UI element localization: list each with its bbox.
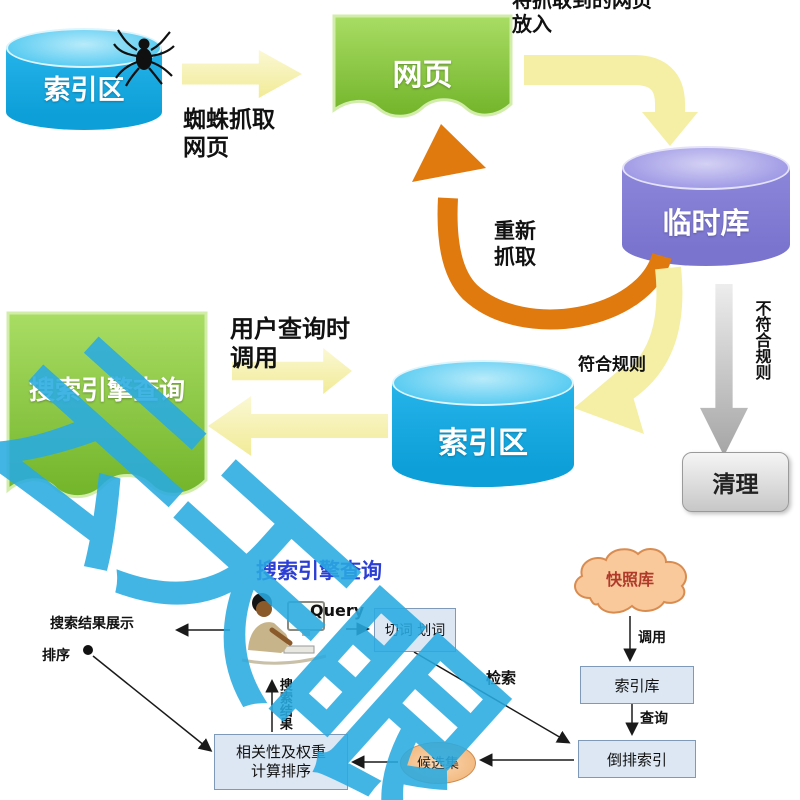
rank-box: 相关性及权重 计算排序 xyxy=(214,734,348,790)
sort-label: 排序 xyxy=(42,648,70,664)
segment-box: 切词 划词 xyxy=(374,608,456,652)
invoke-label: 调用 xyxy=(638,630,666,646)
segment-box-label: 切词 划词 xyxy=(384,623,446,639)
inverted-index-box: 倒排索引 xyxy=(578,740,696,778)
source-database-cylinder: 索引区 xyxy=(6,28,162,130)
temp-database-cylinder: 临时库 xyxy=(622,146,790,266)
results-label: 搜索结果 xyxy=(276,678,292,730)
query-text: Query xyxy=(310,601,365,620)
arrow-nomatch-down xyxy=(700,284,748,456)
bottom-flow-title: 搜索引擎查询 xyxy=(256,559,382,583)
snapshot-cloud-label: 快照库 xyxy=(605,570,654,589)
match-rules-label: 符合规则 xyxy=(578,355,646,375)
crawl-label: 蜘蛛抓取网页 xyxy=(183,107,275,162)
index-library-box: 索引库 xyxy=(580,666,694,704)
source-database-label: 索引区 xyxy=(43,75,125,106)
arrow-crawl-right xyxy=(182,50,302,98)
store-label: 将抓取到的网页放入 xyxy=(512,0,652,37)
inverted-index-label: 倒排索引 xyxy=(606,750,667,769)
display-label: 搜索结果展示 xyxy=(50,616,134,632)
rank-box-line2: 计算排序 xyxy=(250,762,311,780)
snapshot-cloud-shape xyxy=(574,547,687,614)
document-shape xyxy=(6,311,208,499)
cleanup-label: 清理 xyxy=(712,472,759,498)
query-document-label: 搜索引擎查询 xyxy=(28,376,185,406)
call-label: 用户查询时调用 xyxy=(230,315,350,373)
document-shape xyxy=(332,14,513,118)
index-database-cylinder: 索引区 xyxy=(392,360,574,487)
cleanup-box: 清理 xyxy=(682,452,789,512)
candidate-set-oval: 候选集 xyxy=(400,742,476,784)
index-database-label: 索引区 xyxy=(438,426,528,461)
cylinder-top xyxy=(392,360,574,406)
cylinder-top xyxy=(622,146,790,190)
webpage-label: 网页 xyxy=(392,58,453,93)
temp-database-label: 临时库 xyxy=(662,206,750,240)
candidate-set-label: 候选集 xyxy=(417,756,459,772)
spider-icon xyxy=(113,29,175,87)
rank-box-line1: 相关性及权重 xyxy=(235,742,326,761)
lookup-label: 查询 xyxy=(640,711,668,727)
webpage-document: 网页 xyxy=(330,12,515,127)
arrow-webpage-to-temp xyxy=(524,55,698,146)
arrow-temp-to-index xyxy=(574,266,683,434)
recrawl-label: 重新抓取 xyxy=(494,219,536,269)
query-document: 搜索引擎查询 xyxy=(4,308,210,508)
user-at-computer-icon xyxy=(241,593,327,665)
annotation-dot xyxy=(83,645,93,655)
no-match-label: 不符合规则 xyxy=(752,300,772,380)
index-library-label: 索引库 xyxy=(614,676,660,695)
